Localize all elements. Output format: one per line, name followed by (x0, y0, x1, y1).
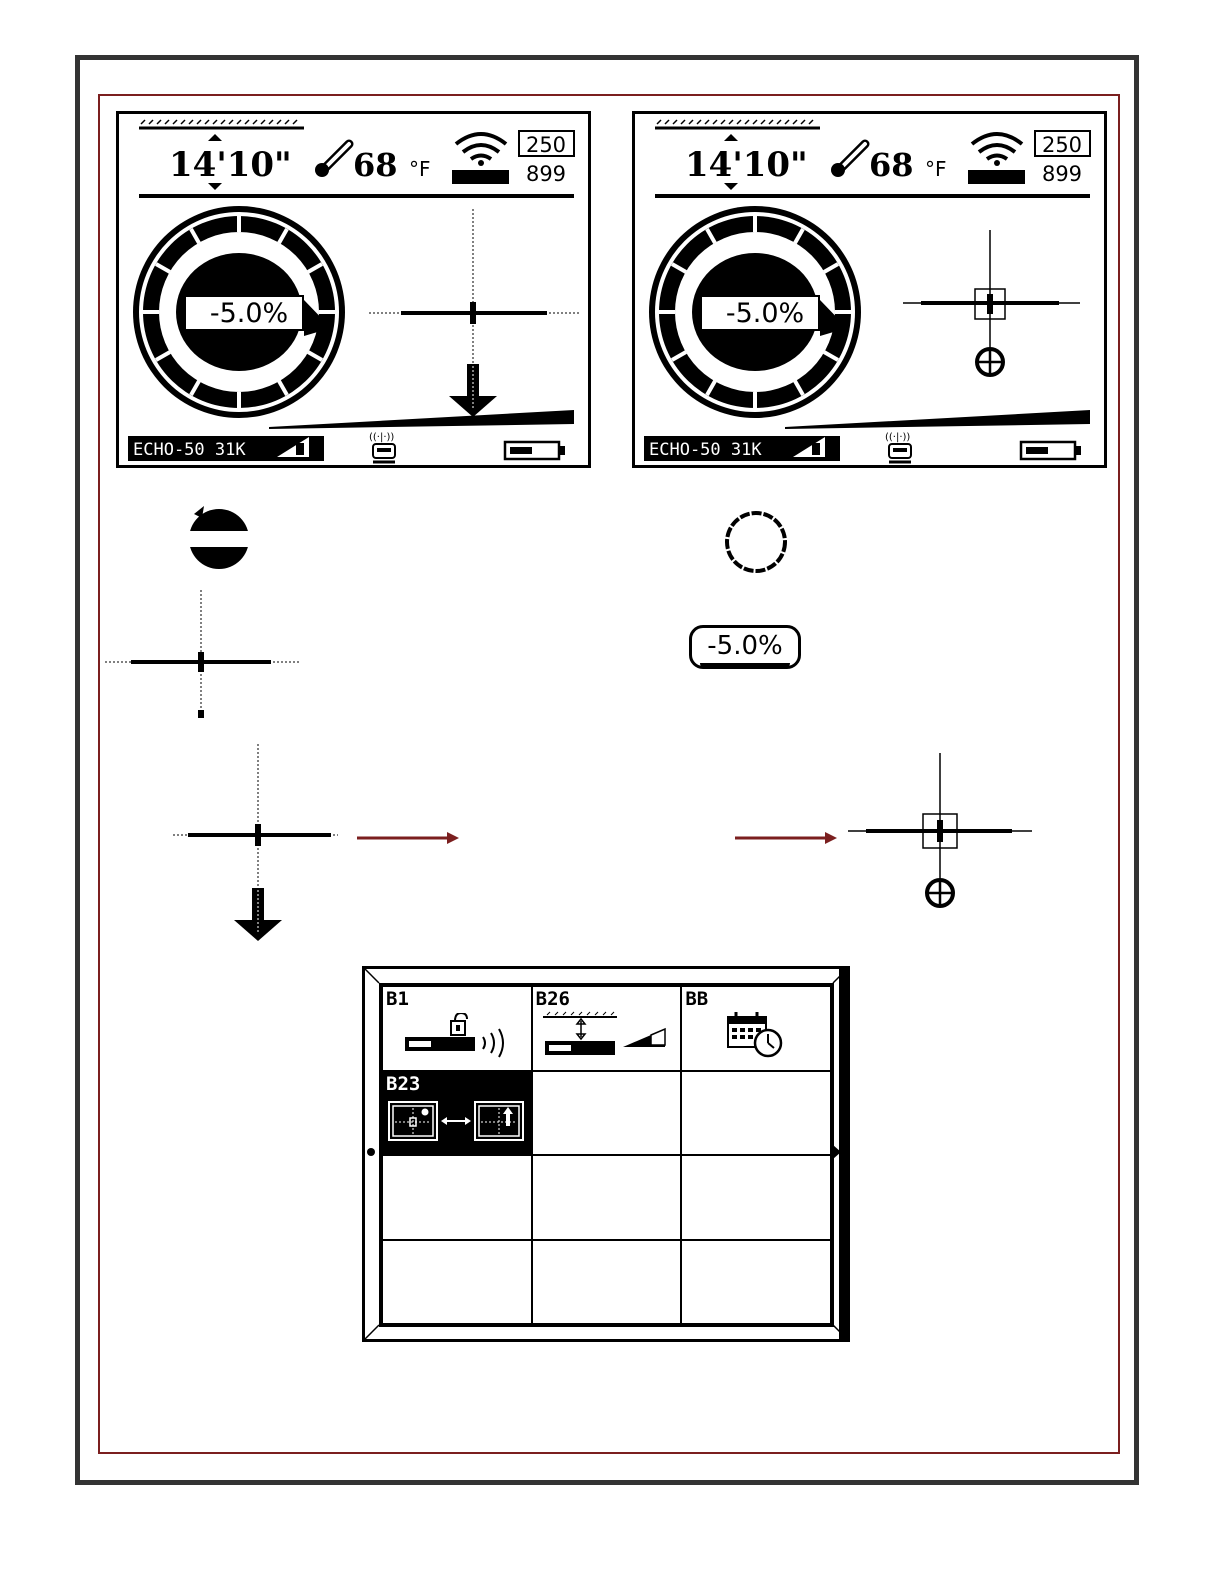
thermometer-icon (315, 144, 349, 177)
menu-cell-bb[interactable]: BB (681, 986, 831, 1071)
menu-cell-label: B1 (386, 988, 409, 1010)
menu-grid-screen: B1 B26 (362, 966, 850, 1342)
menu-cell-empty[interactable] (382, 1240, 532, 1325)
svg-text:((·|·)): ((·|·)) (885, 432, 910, 443)
menu-cell-b26[interactable]: B26 (532, 986, 682, 1071)
thermometer-icon (831, 144, 865, 177)
signal-strength-bottom: 899 (526, 162, 566, 186)
battery-icon (505, 442, 565, 459)
signal-strength-top: 250 (526, 133, 566, 157)
gain-wedge (269, 410, 574, 429)
locator-screen-2: 14'10" 68 °F 250 899 (632, 111, 1107, 468)
remote-display-icon: ((·|·)) (885, 432, 911, 462)
depth-readout: 14'10" (685, 145, 808, 185)
target-crosshair-icon (977, 349, 1003, 375)
pitch-pill-callout: -5.0% (689, 625, 801, 669)
pitch-readout: -5.0% (726, 298, 804, 329)
crosshair-callout (105, 588, 305, 723)
signal-strength-bottom: 899 (1042, 162, 1082, 186)
crosshair-arrow-callout (173, 742, 343, 947)
menu-cell-b1[interactable]: B1 (382, 986, 532, 1071)
lock-signal-icon (403, 1013, 523, 1061)
signal-strength-top: 250 (1042, 133, 1082, 157)
menu-cell-empty[interactable] (681, 1071, 831, 1156)
signal-wifi-icon (968, 134, 1025, 184)
remote-display-icon: ((·|·)) (369, 432, 395, 462)
down-arrow-icon (449, 364, 497, 417)
menu-grid: B1 B26 (379, 983, 834, 1327)
transition-arrow-right (733, 828, 843, 848)
roll-ball-icon (180, 500, 260, 580)
pitch-readout: -5.0% (210, 298, 288, 329)
menu-cell-label: B26 (536, 988, 570, 1010)
roll-ring-icon (716, 504, 796, 584)
temperature-readout: 68 (353, 146, 398, 184)
locate-mode-swap-icon (387, 1098, 532, 1154)
pitch-pill-label: -5.0% (707, 631, 782, 661)
calendar-clock-icon (726, 1007, 796, 1059)
menu-cell-empty[interactable] (681, 1240, 831, 1325)
transmitter-name: ECHO-50 31K (649, 440, 762, 460)
locate-crosshair (369, 209, 579, 384)
menu-cell-empty[interactable] (382, 1155, 532, 1240)
menu-cell-b23[interactable]: B23 (382, 1071, 532, 1156)
locator-screen-1: 14'10" 68 °F 250 899 (116, 111, 591, 468)
svg-text:((·|·)): ((·|·)) (369, 432, 394, 443)
transmitter-name: ECHO-50 31K (133, 440, 246, 460)
temperature-readout: 68 (869, 146, 914, 184)
menu-cell-empty[interactable] (532, 1155, 682, 1240)
crosshair-box-callout (846, 750, 1036, 915)
menu-cell-empty[interactable] (532, 1240, 682, 1325)
menu-cell-label: B23 (386, 1073, 420, 1095)
menu-cell-empty[interactable] (681, 1155, 831, 1240)
depth-gain-icon (541, 1011, 681, 1061)
temperature-unit: °F (409, 157, 431, 181)
transition-arrow-left (355, 828, 465, 848)
battery-icon (1021, 442, 1081, 459)
menu-cell-label: BB (685, 988, 708, 1010)
gain-wedge (785, 410, 1090, 429)
temperature-unit: °F (925, 157, 947, 181)
signal-wifi-icon (452, 134, 509, 184)
depth-readout: 14'10" (169, 145, 292, 185)
locate-crosshair-box (903, 230, 1080, 354)
menu-cell-empty[interactable] (532, 1071, 682, 1156)
